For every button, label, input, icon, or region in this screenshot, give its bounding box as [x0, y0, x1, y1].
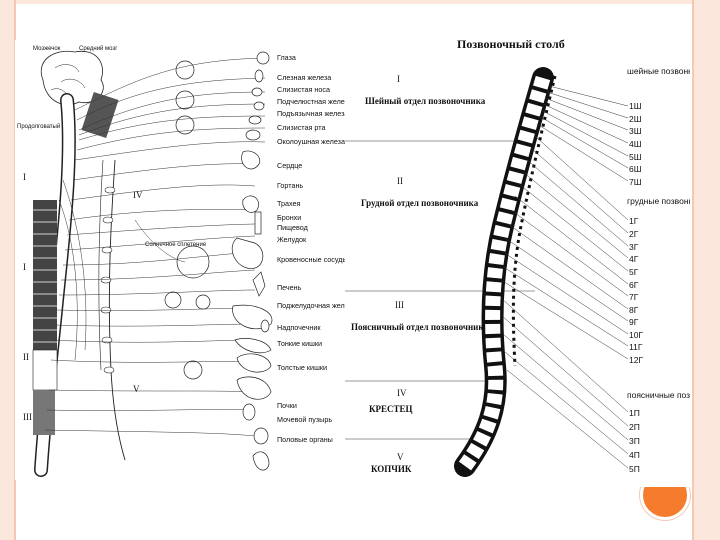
label-midbrain: Средний мозг — [79, 45, 118, 52]
vertebra-label: 7Ш — [629, 177, 642, 187]
vertebra-label: 5Ш — [629, 152, 642, 162]
section-coccyx: КОПЧИК — [371, 464, 412, 474]
vertebra-label: 3П — [629, 436, 640, 446]
vertebra-label: 10Г — [629, 330, 643, 340]
vertebra-label: 12Г — [629, 355, 643, 365]
vertebra-label: 4П — [629, 450, 640, 460]
group-thoracic: грудные позвонки — [627, 196, 690, 206]
label-medulla: Продолговатый мозг — [17, 123, 75, 130]
organ-label: Половые органы — [277, 435, 333, 444]
vertebra-label: 2Ш — [629, 114, 642, 124]
organ-label: Гортань — [277, 181, 303, 190]
organ-label: Пищевод — [277, 223, 309, 232]
vertebra-label: 2П — [629, 422, 640, 432]
organ-label: Поджелудочная железа — [277, 301, 345, 310]
label-solar-plexus: Солнечное сплетение — [145, 242, 207, 248]
organ-label: Подчелюстная железа — [277, 97, 345, 106]
group-lumbar: поясничные позвонки — [627, 390, 690, 400]
vertebra-label: 9Г — [629, 317, 639, 327]
section-numeral-thoracic: II — [397, 176, 403, 186]
numeral-1b: I — [23, 262, 26, 272]
organ-label: Глаза — [277, 53, 296, 62]
spine-title: Позвоночный столб — [457, 37, 565, 51]
section-lumbar: Поясничный отдел позвоночника — [351, 322, 488, 332]
organ-label: Мочевой пузырь — [277, 415, 332, 424]
vertebra-label: 5П — [629, 464, 640, 474]
vertebra-label: 4Г — [629, 254, 639, 264]
slide-frame-top — [0, 0, 720, 4]
organ-label: Тонкие кишки — [277, 339, 322, 348]
numeral-1a: I — [23, 172, 26, 182]
organ-label: Слизистая носа — [277, 85, 330, 94]
label-cerebellum: Мозжечок — [33, 46, 61, 52]
spinal-column-diagram: Позвоночный столб I Шейный отдел позвоно… — [345, 37, 690, 477]
vertebra-label: 6Ш — [629, 164, 642, 174]
numeral-5: V — [133, 384, 140, 394]
organ-label: Слизистая рта — [277, 123, 325, 132]
numeral-2: II — [23, 352, 29, 362]
vertebra-label: 5Г — [629, 267, 639, 277]
slide-frame-left — [0, 0, 14, 540]
organ-label: Бронхи — [277, 213, 301, 222]
organ-label: Сердце — [277, 161, 302, 170]
vertebra-label: 7Г — [629, 292, 639, 302]
organ-label: Толстые кишки — [277, 363, 327, 372]
organ-label: Кровеносные сосуды — [277, 255, 345, 264]
section-cervical: Шейный отдел позвоночника — [365, 96, 486, 106]
vertebra-label: 1П — [629, 408, 640, 418]
numeral-4: IV — [133, 190, 143, 200]
vertebra-label: 8Г — [629, 305, 639, 315]
vertebra-label: 1Г — [629, 216, 639, 226]
vertebra-label: 11Г — [629, 342, 643, 352]
organ-label: Желудок — [277, 235, 307, 244]
vertebra-label: 3Ш — [629, 126, 642, 136]
section-numeral-lumbar: III — [395, 300, 404, 310]
vertebra-label: 2Г — [629, 229, 639, 239]
organ-label: Околоушная железа — [277, 137, 345, 146]
organ-label: Почки — [277, 401, 297, 410]
section-numeral-coccyx: V — [397, 452, 404, 462]
group-cervical: шейные позвонки — [627, 66, 690, 76]
organ-label: Слезная железа — [277, 73, 331, 82]
organ-label: Подъязычная железа — [277, 109, 345, 118]
vertebra-label: 4Ш — [629, 139, 642, 149]
nervous-system-diagram: Мозжечок Средний мозг Продолговатый мозг… — [15, 40, 345, 480]
vertebra-label: 6Г — [629, 280, 639, 290]
slide-frame-right-line — [692, 0, 694, 540]
decor-circle-mask — [640, 465, 690, 487]
vertebra-label: 3Г — [629, 242, 639, 252]
organ-label: Печень — [277, 283, 302, 292]
numeral-3: III — [23, 412, 32, 422]
vertebra-label: 1Ш — [629, 101, 642, 111]
organ-label: Надпочечник — [277, 323, 321, 332]
section-numeral-sacrum: IV — [397, 388, 407, 398]
section-sacrum: КРЕСТЕЦ — [369, 404, 413, 414]
section-numeral-cervical: I — [397, 74, 400, 84]
section-thoracic: Грудной отдел позвоночника — [361, 198, 479, 208]
organ-label: Трахея — [277, 199, 300, 208]
slide-frame-right — [694, 0, 720, 540]
